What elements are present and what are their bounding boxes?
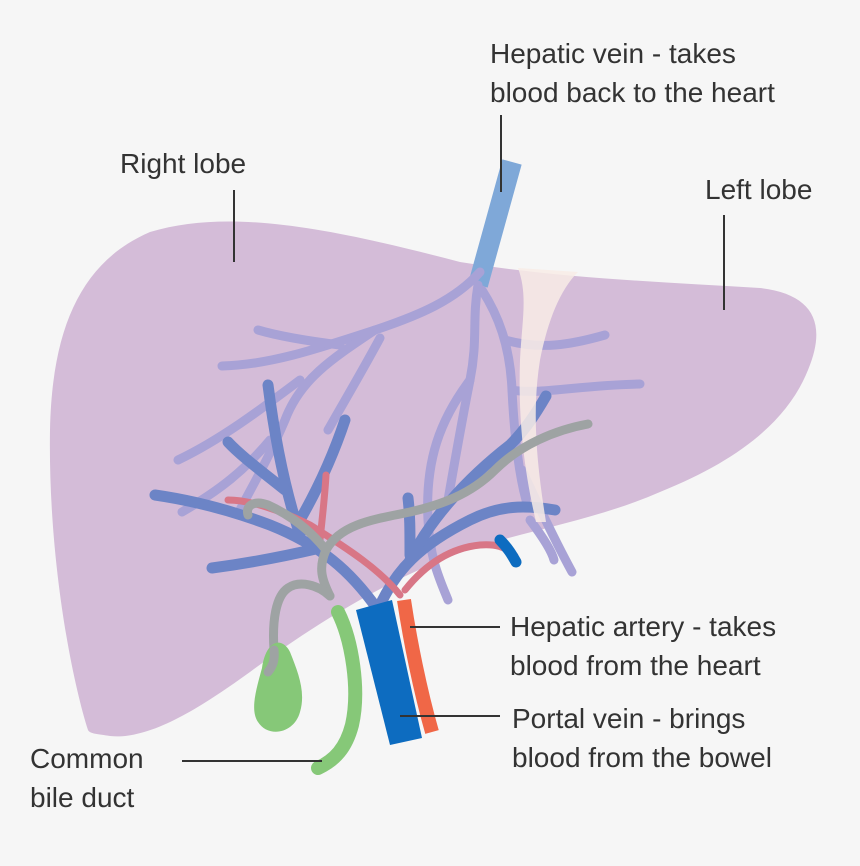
- left-lobe-label-line: Left lobe: [705, 174, 813, 205]
- portal-vein-branch: [372, 501, 561, 616]
- hepatic-artery-label-line: blood from the heart: [510, 650, 761, 681]
- hepatic-vein-label-line: Hepatic vein - takes: [490, 38, 736, 69]
- bile-duct-branch: [243, 498, 331, 555]
- hepatic-vein-branch: [500, 330, 610, 350]
- gallbladder-neck: [263, 645, 279, 677]
- hepatic-vein-branch: [253, 325, 345, 350]
- right-lobe-label-line: Right lobe: [120, 148, 247, 179]
- hepatic-artery-label-line: Hepatic artery - takes: [510, 611, 777, 642]
- common-bile-duct-label-line: bile duct: [30, 782, 135, 813]
- hepatic-vein-branch: [423, 375, 475, 605]
- round-ligament: [518, 268, 578, 522]
- hepatic-vein-label: Hepatic vein - takes blood back to the h…: [490, 34, 775, 112]
- bile-duct-branch: [317, 419, 593, 601]
- common-bile-duct-tube: [311, 605, 363, 775]
- portal-vein-label-line: blood from the bowel: [512, 742, 772, 773]
- hepatic-vein-branch: [173, 375, 305, 465]
- hepatic-artery-branch: [316, 471, 330, 544]
- gallbladder: [254, 642, 303, 732]
- leader-lines: [182, 115, 725, 762]
- hepatic-vein-branch: [235, 325, 380, 515]
- portal-vein-branch: [402, 492, 416, 561]
- portal-vein-trunk: [356, 600, 422, 745]
- common-bile-duct-label-line: Common: [30, 743, 144, 774]
- bile-duct-branch: [269, 579, 335, 655]
- portal-vein-left-end: [494, 534, 522, 568]
- hepatic-artery-label: Hepatic artery - takes blood from the he…: [510, 607, 776, 685]
- right-lobe-label: Right lobe: [120, 144, 246, 183]
- portal-vein-label-line: Portal vein - brings: [512, 703, 746, 734]
- portal-vein-branch: [294, 414, 351, 526]
- hepatic-vein-branch: [525, 515, 559, 565]
- portal-vein-branches: [149, 379, 561, 616]
- portal-vein-branch: [222, 436, 291, 496]
- left-lobe-label: Left lobe: [705, 170, 812, 209]
- hepatic-vein-branch: [323, 333, 385, 435]
- portal-vein-label: Portal vein - brings blood from the bowe…: [512, 699, 772, 777]
- portal-vein-branch: [149, 489, 384, 616]
- portal-vein-branch: [206, 542, 326, 574]
- common-bile-duct-label: Common bile duct: [30, 739, 144, 817]
- hepatic-vein-label-line: blood back to the heart: [490, 77, 775, 108]
- bile-duct: [243, 419, 593, 655]
- hepatic-artery-trunk: [397, 598, 439, 734]
- hepatic-vein-trunk: [468, 159, 522, 288]
